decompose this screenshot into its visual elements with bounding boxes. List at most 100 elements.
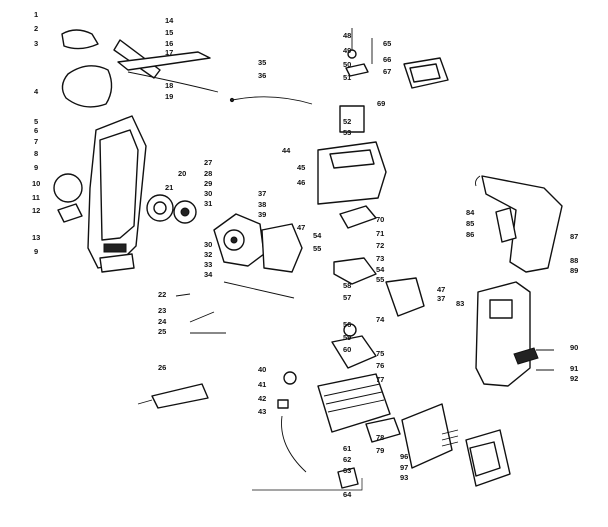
part-label: 66 [383,55,391,64]
part-label: 96 [400,452,408,461]
carburetor-group [317,28,449,229]
part-label: 71 [376,229,384,238]
part-label: 30 [204,189,212,198]
part-label: 40 [258,365,266,374]
part-label: 30 [204,240,212,249]
part-label: 88 [570,256,578,265]
part-label: 35 [258,58,266,67]
part-label: 53 [343,128,351,137]
part-label: 86 [466,230,474,239]
grease-tube [137,383,209,409]
part-label: 36 [258,71,266,80]
part-label: 5 [34,117,38,126]
part-label: 34 [204,270,213,279]
part-label: 16 [165,39,173,48]
part-label: 4 [34,87,39,96]
part-label: 46 [297,178,305,187]
part-label: 55 [376,275,384,284]
part-label: 64 [343,490,352,499]
part-label: 70 [376,215,384,224]
part-label: 37 [437,294,445,303]
part-label: 61 [343,444,351,453]
part-label: 2 [34,24,38,33]
part-label: 26 [158,363,166,372]
part-label: 90 [570,343,578,352]
engine-cover [475,281,554,387]
part-label: 79 [376,446,384,455]
fuel-line [229,96,313,105]
part-label: 52 [343,117,351,126]
part-label: 72 [376,241,384,250]
part-label: 48 [343,31,351,40]
part-label: 12 [32,206,40,215]
part-label: 97 [400,463,408,472]
part-label: 17 [165,48,173,57]
part-label: 73 [376,254,384,263]
part-label: 28 [204,169,212,178]
small-parts-left [175,281,295,334]
part-label: 11 [32,193,40,202]
part-label: 29 [204,179,212,188]
part-label: 18 [165,81,173,90]
part-label: 38 [258,200,266,209]
part-label: 25 [158,327,166,336]
part-label: 33 [204,260,212,269]
part-label: 51 [343,73,351,82]
part-label: 58 [343,281,351,290]
part-label: 78 [376,433,384,442]
part-label: 14 [165,16,174,25]
rear-handle-housing [53,29,219,273]
part-label: 6 [34,126,38,135]
part-label: 3 [34,39,38,48]
part-label: 91 [570,364,578,373]
part-label: 27 [204,158,212,167]
part-label: 10 [32,179,40,188]
part-label: 57 [343,293,351,302]
part-label: 50 [343,60,351,69]
crankcase [213,213,303,273]
part-label: 74 [376,315,385,324]
part-label: 45 [297,163,305,172]
part-label: 1 [34,10,38,19]
part-label: 47 [297,223,305,232]
part-label: 15 [165,28,173,37]
part-label: 42 [258,394,266,403]
part-label: 67 [383,67,391,76]
part-label: 9 [34,163,38,172]
part-label: 85 [466,219,474,228]
part-label: 44 [282,146,291,155]
cylinder [317,373,401,443]
part-label: 54 [376,265,385,274]
part-label: 20 [178,169,186,178]
part-label: 19 [165,92,173,101]
flywheel-assembly [146,194,197,224]
part-label: 89 [570,266,578,275]
part-label: 41 [258,380,266,389]
part-label: 76 [376,361,384,370]
part-label: 59 [343,333,351,342]
crankshaft-piston [331,257,425,369]
air-filter [401,403,511,487]
part-label: 7 [34,137,38,146]
part-label: 32 [204,250,212,259]
part-label: 65 [383,39,391,48]
part-label: 9 [34,247,38,256]
part-label: 47 [437,285,445,294]
part-label: 54 [313,231,322,240]
part-label: 84 [466,208,475,217]
part-label: 56 [343,320,351,329]
part-label: 8 [34,149,38,158]
part-label: 92 [570,374,578,383]
lower-parts [252,371,363,491]
part-label: 24 [158,317,167,326]
part-number-labels: 1234567891011121391415161718192021272829… [32,10,578,499]
part-label: 43 [258,407,266,416]
part-label: 49 [343,46,351,55]
part-label: 13 [32,233,40,242]
part-label: 93 [400,473,408,482]
part-label: 87 [570,232,578,241]
part-label: 37 [258,189,266,198]
part-label: 75 [376,349,384,358]
part-label: 23 [158,306,166,315]
